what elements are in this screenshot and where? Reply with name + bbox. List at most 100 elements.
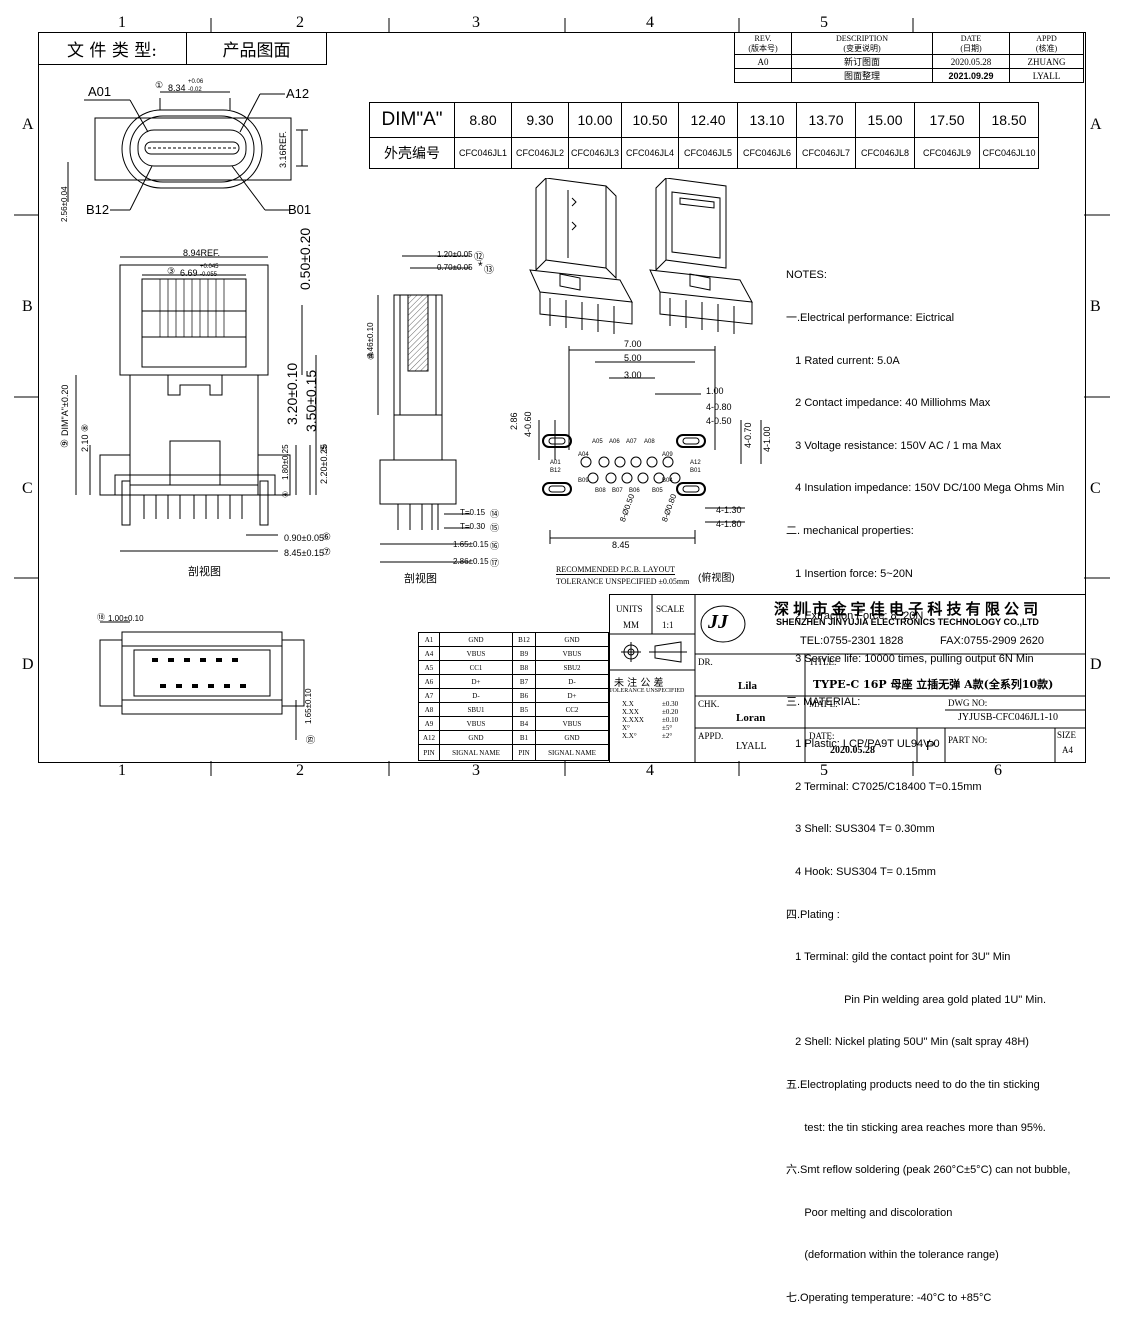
pin-cell: B5 bbox=[512, 702, 536, 717]
top-balloon-9: ⑨ bbox=[60, 439, 71, 448]
signal-header: SIGNAL NAME bbox=[535, 744, 609, 761]
zone-row-c-right: C bbox=[1090, 480, 1101, 497]
pcb-tolerance: TOLERANCE UNSPECIFIED ±0.05mm bbox=[556, 577, 690, 586]
part-number: CFC046JL5 bbox=[678, 137, 738, 169]
note-line: 1 Plastic: LCP/PA9T UL94V-0 bbox=[786, 738, 940, 751]
pin-cell: A9 bbox=[418, 716, 440, 731]
pcb-dim-700: 7.00 bbox=[624, 339, 642, 349]
side-t030: T=0.30 bbox=[460, 522, 486, 531]
zone-row-a-right: A bbox=[1090, 116, 1102, 133]
dr-label: DR. bbox=[698, 657, 713, 667]
pcb-title: RECOMMENDED P.C.B. LAYOUT bbox=[556, 565, 676, 575]
tol-key: X.XXX bbox=[622, 716, 644, 724]
scale-value: 1:1 bbox=[662, 620, 674, 630]
top-balloon-8: ⑧ bbox=[80, 423, 90, 432]
company-logo: JJ bbox=[708, 611, 728, 633]
signal-cell: CC2 bbox=[535, 702, 609, 717]
signal-cell: SBU2 bbox=[535, 660, 609, 675]
pcb-pin-a06: A06 bbox=[609, 439, 620, 445]
dim-value: 10.50 bbox=[621, 102, 679, 138]
chk-value: Loran bbox=[736, 712, 766, 724]
note-line: 4 Hook: SUS304 T= 0.15mm bbox=[786, 865, 936, 878]
top-balloon-6: ⑥ bbox=[322, 532, 331, 543]
tolerance-title: 未 注 公 差 bbox=[614, 678, 664, 689]
note-line: 三. MATERIAL: bbox=[786, 695, 861, 708]
side-caption: 剖视图 bbox=[404, 573, 437, 585]
drawing-title: TYPE-C 16P 母座 立插无弹 A款(全系列10款) bbox=[813, 678, 1054, 691]
pin-cell: A12 bbox=[418, 730, 440, 745]
note-line: 4 Insulation impedance: 150V DC/100 Mega… bbox=[786, 482, 1065, 495]
units-label: UNITS bbox=[616, 604, 643, 614]
dwg-number: JYJUSB-CFC046JL1-10 bbox=[958, 712, 1059, 723]
signal-cell: VBUS bbox=[439, 716, 513, 731]
note-line: 2 Shell: Nickel plating 50U" Min (salt s… bbox=[786, 1036, 1029, 1049]
pin-cell: A1 bbox=[418, 632, 440, 647]
top-dim: 6.69 bbox=[180, 268, 198, 278]
note-line: 六.Smt reflow soldering (peak 260°C±5°C) … bbox=[786, 1164, 1071, 1177]
tol-value: ±0.20 bbox=[662, 708, 679, 716]
part-no-label: PART NO: bbox=[948, 735, 988, 745]
zone-row-d-right: D bbox=[1090, 656, 1102, 673]
pin-cell: B6 bbox=[512, 688, 536, 703]
part-number: CFC046JL8 bbox=[855, 137, 915, 169]
notes-block: NOTES: 一.Electrical performance: Eictric… bbox=[786, 240, 1070, 1319]
note-line: 七.Operating temperature: -40°C to +85°C bbox=[786, 1292, 992, 1305]
rev-cell: LYALL bbox=[1009, 68, 1084, 83]
label-a01: A01 bbox=[88, 84, 112, 99]
pcb-dim-845: 8.45 bbox=[612, 540, 630, 550]
signal-cell: GND bbox=[535, 730, 609, 745]
signal-cell: D- bbox=[535, 674, 609, 689]
pin-cell: B9 bbox=[512, 646, 536, 661]
dim-value: 18.50 bbox=[979, 102, 1039, 138]
pcb-dim-500: 5.00 bbox=[624, 353, 642, 363]
note-line: test: the tin sticking area reaches more… bbox=[786, 1121, 1046, 1134]
side-balloon-17: ⑰ bbox=[490, 558, 500, 568]
pcb-pin-a12: A12 bbox=[690, 460, 701, 466]
note-line: 2 Contact impedance: 40 Milliohms Max bbox=[786, 397, 991, 410]
note-line: Poor melting and discoloration bbox=[786, 1206, 953, 1219]
pcb-pin-b12: B12 bbox=[550, 468, 561, 474]
company-fax: FAX:0755-2909 2620 bbox=[940, 635, 1044, 647]
pcb-pin-a07: A07 bbox=[626, 439, 637, 445]
pcb-dim-070: 4-0.70 bbox=[743, 422, 753, 448]
note-line: Pin Pin welding area gold plated 1U" Min… bbox=[786, 993, 1047, 1006]
zone-row-b-right: B bbox=[1090, 298, 1101, 315]
top-dim-350: 3.50±0.15 bbox=[303, 369, 319, 432]
rev-cell bbox=[734, 68, 792, 83]
zone-bottom-3: 3 bbox=[472, 762, 480, 779]
top-dim-320: 3.20±0.10 bbox=[284, 362, 300, 425]
top-dim-a: DIM"A"±0.20 bbox=[60, 384, 70, 436]
zone-row-c: C bbox=[22, 480, 33, 497]
bottom-view-drawing bbox=[99, 621, 305, 740]
side-balloon-12: ⑫ bbox=[474, 252, 484, 263]
dim-value: 13.10 bbox=[737, 102, 797, 138]
rev-cell: 图面整理 bbox=[791, 68, 933, 83]
pin-cell: B12 bbox=[512, 632, 536, 647]
side-dim-120: 1.20±0.05 bbox=[437, 250, 473, 259]
side-balloon-13: ⑬ bbox=[484, 265, 494, 276]
front-side-dim: 2.56±0.04 bbox=[60, 186, 69, 222]
part-number: CFC046JL4 bbox=[621, 137, 679, 169]
frame-ticks bbox=[14, 18, 1110, 776]
front-dim-width: 8.34 bbox=[168, 83, 186, 93]
date-value: 2020.05.28 bbox=[830, 745, 875, 756]
dim-value: 17.50 bbox=[914, 102, 980, 138]
document-type-box: 文 件 类 型: 产品图面 bbox=[38, 32, 327, 65]
pin-cell: B4 bbox=[512, 716, 536, 731]
rev-cell: ZHUANG bbox=[1009, 54, 1084, 69]
side-balloon-14: ⑭ bbox=[490, 509, 500, 519]
rev-header-rev-cn: (版本号) bbox=[748, 43, 778, 53]
chk-label: CHK. bbox=[698, 699, 720, 709]
company-name-en: SHENZHEN JINYUJIA ELECTRONICS TECHNOLOGY… bbox=[776, 617, 1039, 627]
part-number: CFC046JL6 bbox=[737, 137, 797, 169]
pcb-pin-a09: A09 bbox=[662, 452, 673, 458]
signal-cell: GND bbox=[535, 632, 609, 647]
dim-value: 13.70 bbox=[796, 102, 856, 138]
note-line: 五.Electroplating products need to do the… bbox=[786, 1078, 1040, 1091]
dim-value: 12.40 bbox=[678, 102, 738, 138]
pin-header: PIN bbox=[512, 744, 536, 761]
dim-value: 8.80 bbox=[454, 102, 512, 138]
side-balloon-10: ⑩ bbox=[366, 351, 376, 360]
top-view-drawing bbox=[75, 256, 317, 552]
zone-bottom-4: 4 bbox=[646, 762, 654, 779]
